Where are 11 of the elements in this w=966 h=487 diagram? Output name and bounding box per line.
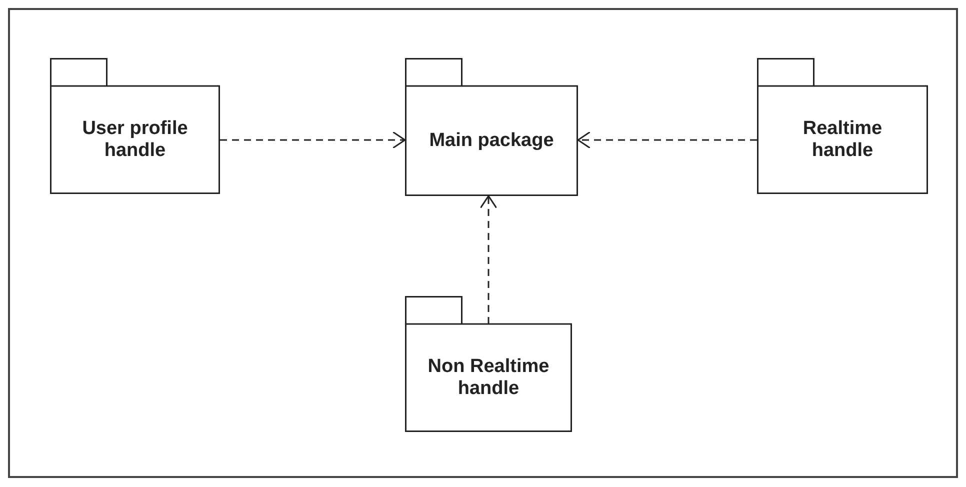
uml-package (405, 296, 572, 432)
package-label: Realtime handle (802, 118, 884, 162)
uml-package (757, 58, 928, 194)
dependency-arrow (480, 195, 498, 324)
uml-package (50, 58, 220, 194)
package-label: Main package (429, 130, 554, 152)
uml-package (405, 58, 578, 196)
package-label: Non Realtime handle (427, 356, 550, 400)
dependency-arrow (577, 131, 757, 149)
dependency-arrow (220, 131, 406, 149)
package-label: User profile handle (81, 118, 189, 162)
